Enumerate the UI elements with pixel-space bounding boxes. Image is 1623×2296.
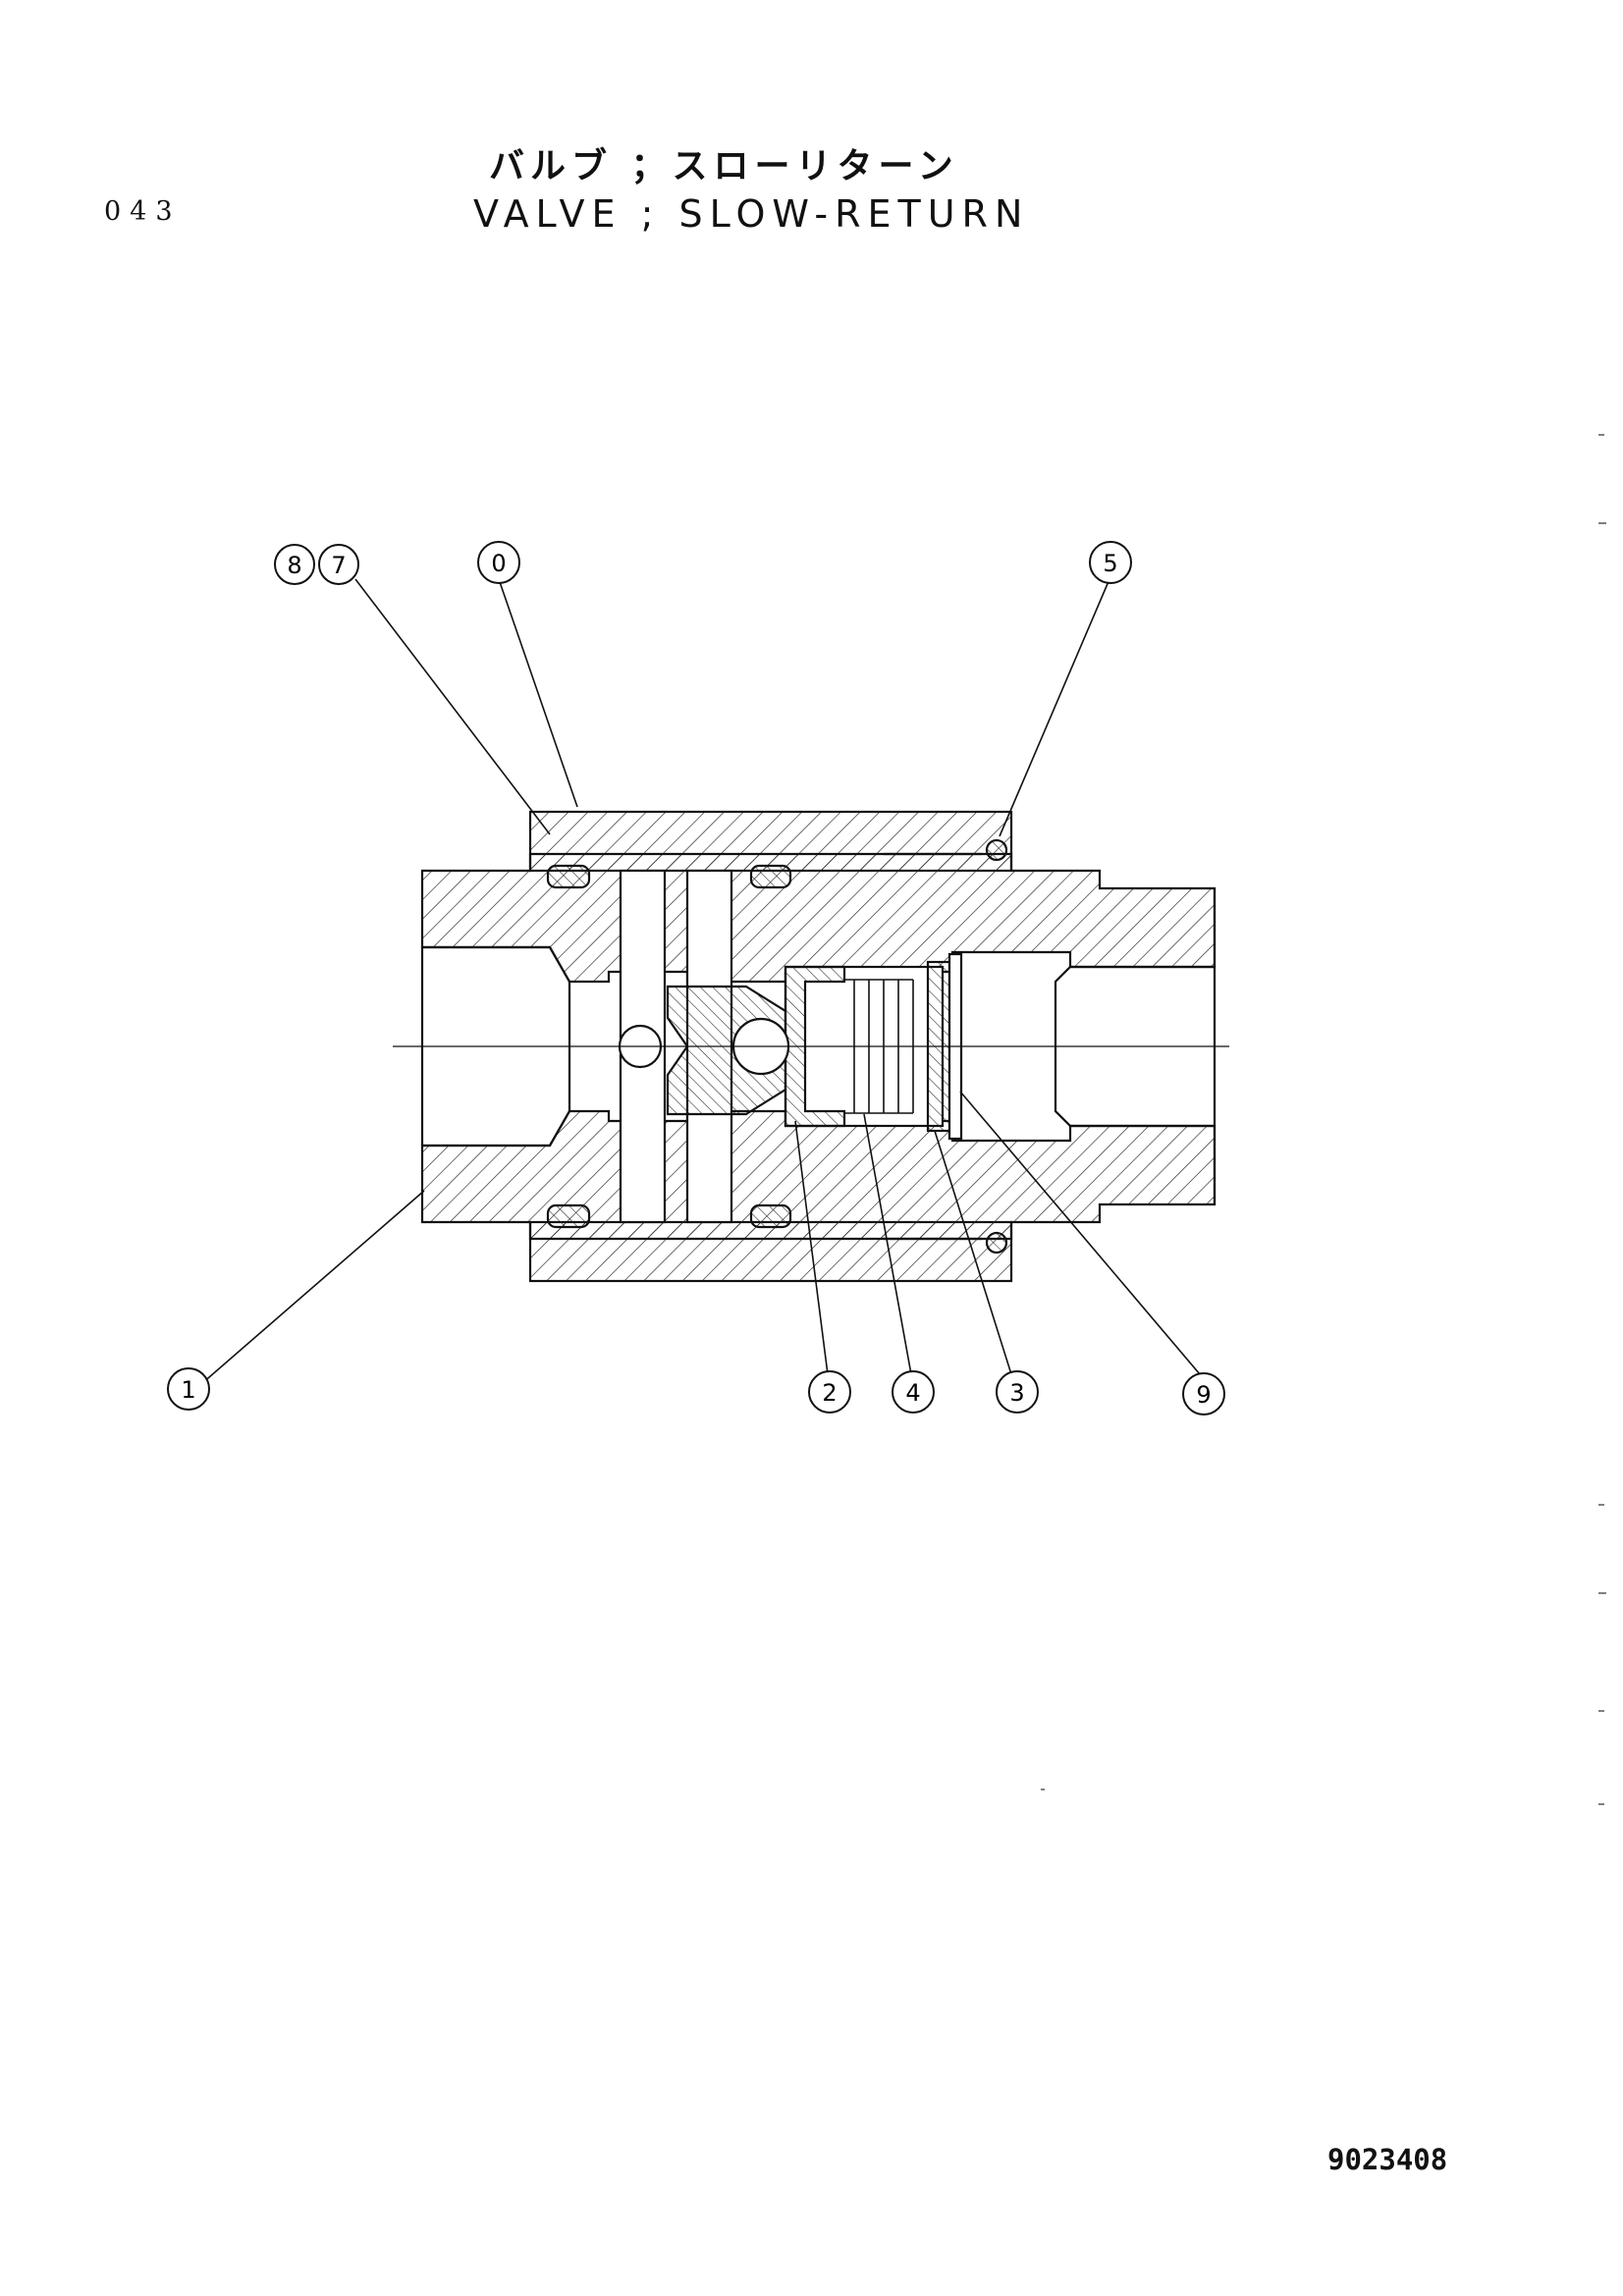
callout-9: 9 xyxy=(1182,1372,1225,1415)
callout-7: 7 xyxy=(318,544,359,585)
callout-5: 5 xyxy=(1089,541,1132,584)
callout-1: 1 xyxy=(167,1367,210,1411)
scan-marks xyxy=(1041,434,1606,1805)
body-lower xyxy=(420,1109,1217,1241)
o-ring-upper-mid xyxy=(749,864,792,889)
leader-lines xyxy=(200,578,1201,1385)
svg-text:4: 4 xyxy=(905,1379,920,1407)
callout-3: 3 xyxy=(996,1370,1039,1414)
callout-2: 2 xyxy=(808,1370,851,1414)
o-ring-upper-right xyxy=(985,838,1008,862)
o-ring-lower-left xyxy=(546,1203,591,1229)
callout-4: 4 xyxy=(892,1370,935,1414)
svg-text:0: 0 xyxy=(491,550,506,577)
page-number: 043 xyxy=(104,196,182,227)
svg-text:8: 8 xyxy=(287,552,301,579)
title-japanese: バルブ ；スローリターン xyxy=(489,146,959,187)
svg-text:1: 1 xyxy=(181,1376,195,1404)
o-ring-lower-right xyxy=(985,1231,1008,1255)
seat-ring xyxy=(784,965,846,1128)
svg-text:9: 9 xyxy=(1196,1381,1211,1409)
body-upper xyxy=(420,852,1217,984)
o-ring-upper-left xyxy=(546,864,591,889)
document-number: 9023408 xyxy=(1327,2143,1448,2176)
callout-8: 8 xyxy=(274,544,315,585)
svg-text:7: 7 xyxy=(331,552,346,579)
svg-text:3: 3 xyxy=(1009,1379,1024,1407)
o-ring-lower-mid xyxy=(749,1203,792,1229)
svg-text:2: 2 xyxy=(822,1379,837,1407)
svg-text:5: 5 xyxy=(1103,550,1117,577)
callout-0: 0 xyxy=(477,541,520,584)
title-english: VALVE ; SLOW-RETURN xyxy=(473,192,1030,236)
